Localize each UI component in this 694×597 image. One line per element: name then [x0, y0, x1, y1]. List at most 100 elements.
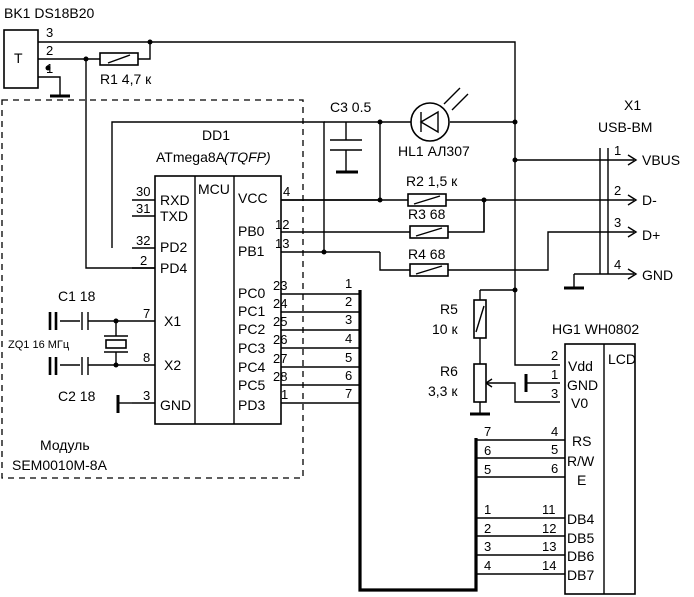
x1-arrows — [627, 154, 638, 280]
mcu-core: MCU — [198, 181, 230, 197]
pin-num-25: 25 — [273, 314, 287, 329]
sensor-body — [3, 29, 39, 89]
x1-pin-num-4: 4 — [614, 257, 621, 272]
x1-type: USB-BM — [598, 119, 652, 135]
r5-ref: R5 — [440, 301, 458, 317]
c1-body — [60, 312, 132, 330]
x1-pin-vbus: VBUS — [642, 152, 680, 168]
pin-num-32: 32 — [136, 233, 150, 248]
bus-out-3: 3 — [345, 312, 352, 327]
pin-name-pc3: PC3 — [238, 340, 265, 356]
wire-r6-wiper — [486, 382, 560, 403]
pin-name-pc0: PC0 — [238, 285, 265, 301]
zq1-crystal — [105, 339, 127, 349]
right-pin-lines-upper — [281, 199, 400, 253]
r5-value: 10 к — [432, 321, 458, 337]
lcd-tag: LCD — [608, 351, 636, 367]
junction — [113, 318, 119, 324]
pin-num-12: 12 — [275, 217, 289, 232]
lcd-num-11: 11 — [542, 502, 556, 517]
sensor-ref: BK1 DS18B20 — [4, 5, 94, 21]
c3-label: C3 0.5 — [330, 99, 371, 115]
pin-num-4: 4 — [283, 184, 290, 199]
wire-pd2-loop — [111, 121, 325, 252]
c3-body — [330, 122, 362, 173]
pin-name-pc4: PC4 — [238, 359, 265, 375]
r1-mark — [107, 54, 131, 64]
left-pin-lines — [132, 199, 155, 404]
pin-name-pd2: PD2 — [160, 239, 187, 255]
pin-name-pb1: PB1 — [238, 243, 265, 259]
bus-in-4: 4 — [484, 558, 491, 573]
pin-name-pc1: PC1 — [238, 303, 265, 319]
pin-name-pc5: PC5 — [238, 377, 265, 393]
r2-mark — [413, 195, 441, 205]
x1-pin-num-1: 1 — [614, 143, 621, 158]
r3-mark — [415, 227, 443, 237]
lcd-num-1: 1 — [551, 367, 558, 382]
module-caption-1: Модуль — [40, 437, 90, 453]
wire-vcc-lcd — [480, 160, 560, 366]
pin-name-pd4: PD4 — [160, 260, 187, 276]
c2-label: C2 18 — [58, 388, 96, 404]
pin-num-28: 28 — [273, 369, 287, 384]
wire-sensor-gnd — [38, 76, 61, 96]
zq1-body — [104, 321, 128, 365]
x1-pin-dplus: D+ — [642, 227, 660, 243]
lcd-num-14: 14 — [542, 558, 556, 573]
bus-in-1: 1 — [484, 502, 491, 517]
x1-body — [599, 148, 609, 274]
hg1-ref: HG1 WH0802 — [552, 321, 639, 337]
pin-num-26: 26 — [273, 332, 287, 347]
zq1-label: ZQ1 16 МГц — [8, 339, 70, 351]
bus-in-3: 3 — [484, 539, 491, 554]
pin-name-x1: X1 — [164, 313, 181, 329]
lcd-pin-vdd: Vdd — [568, 358, 593, 374]
right-pin-lines-portc — [281, 293, 360, 404]
wire-r1-vcc — [138, 42, 151, 60]
r3-label: R3 68 — [408, 206, 446, 222]
bus-in-2: 2 — [484, 521, 491, 536]
x1-ref: X1 — [624, 97, 641, 113]
bus-out-6: 6 — [345, 368, 352, 383]
module-ref: DD1 — [202, 127, 230, 143]
mcu-body — [154, 175, 282, 425]
x1-pin-dminus: D- — [642, 192, 657, 208]
junction — [512, 119, 518, 125]
r5-mark — [475, 305, 485, 333]
hl1-label: HL1 АЛ307 — [398, 143, 470, 159]
pin-num-23: 23 — [273, 278, 287, 293]
r4-label: R4 68 — [408, 246, 446, 262]
module-package: (TQFP) — [224, 149, 271, 165]
x1-pin-num-2: 2 — [614, 183, 621, 198]
pin-name-x2: X2 — [164, 357, 181, 373]
lcd-num-3: 3 — [551, 386, 558, 401]
junction — [113, 362, 119, 368]
pin-num-8: 8 — [143, 350, 150, 365]
pin-num-24: 24 — [273, 296, 287, 311]
hl1-light-arrows — [443, 87, 469, 111]
wire-r3 — [400, 199, 600, 233]
wire-usb-gnd — [573, 273, 600, 288]
bus-out-4: 4 — [345, 331, 352, 346]
pin-num-2: 2 — [140, 253, 147, 268]
r6-ref: R6 — [440, 363, 458, 379]
pin-num-31: 31 — [136, 201, 150, 216]
wire-r4 — [379, 231, 600, 271]
sensor-pin-2: 2 — [46, 43, 53, 58]
junction — [512, 287, 518, 293]
lcd-num-2: 2 — [551, 348, 558, 363]
lcd-num-12: 12 — [542, 521, 556, 536]
x1-pin-gnd: GND — [642, 267, 673, 283]
r2-label: R2 1,5 к — [406, 173, 458, 189]
lcd-num-6: 6 — [551, 461, 558, 476]
pin-name-pc2: PC2 — [238, 321, 265, 337]
pin-num-27: 27 — [273, 351, 287, 366]
junction — [321, 249, 327, 255]
lcd-pin-v0: V0 — [571, 395, 588, 411]
bus-out-5: 5 — [345, 350, 352, 365]
lcd-pin-rs: RS — [572, 433, 591, 449]
lcd-bus-lines — [476, 439, 565, 575]
data-bus — [358, 290, 478, 592]
